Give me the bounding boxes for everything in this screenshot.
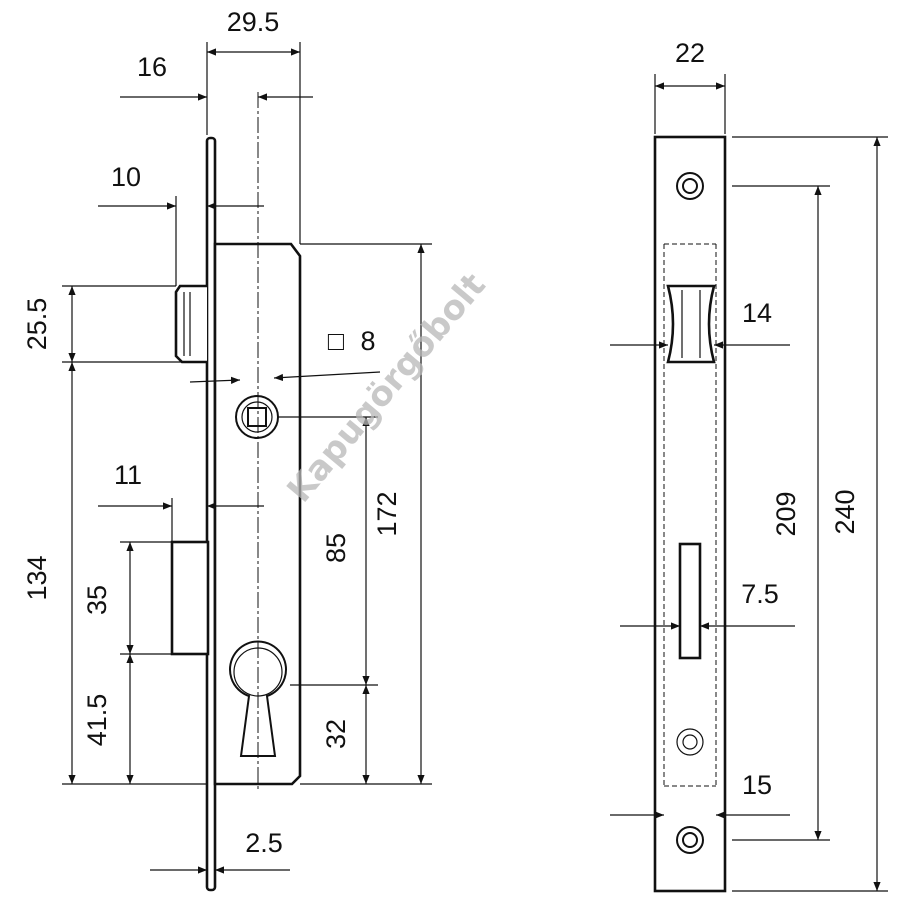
front-screw-hole-bottom: [676, 826, 704, 854]
dim-85: 85: [321, 533, 351, 563]
dim-10: 10: [111, 162, 141, 192]
side-dead-bolt: [170, 540, 210, 656]
watermark-text: Kapugörgőbolt: [279, 266, 493, 511]
dim-29-5: 29.5: [227, 7, 280, 37]
side-view: 29.5 16 10 25.5 □ 8 11 172 85: [22, 7, 432, 892]
front-bolt-window: [678, 542, 702, 660]
dim-8: 8: [360, 326, 375, 356]
dim-209: 209: [771, 491, 801, 536]
dim-41-5: 41.5: [82, 694, 112, 747]
dim-15: 15: [742, 770, 772, 800]
front-screw-hole-top: [676, 172, 704, 200]
dim-2-5: 2.5: [245, 828, 283, 858]
dim-14: 14: [742, 298, 772, 328]
front-latch-window: [666, 284, 716, 364]
dim-32: 32: [321, 719, 351, 749]
dim-11: 11: [114, 460, 142, 490]
dim-172: 172: [372, 491, 402, 536]
dim-22: 22: [675, 38, 705, 68]
dim-240: 240: [830, 489, 860, 534]
side-cylinder-cutout: [229, 640, 287, 757]
dim-square-symbol: □: [328, 326, 345, 356]
dim-7-5: 7.5: [741, 579, 779, 609]
side-latch-bolt: [174, 284, 207, 364]
dim-25-5: 25.5: [22, 298, 52, 351]
front-faceplate: [653, 135, 727, 893]
dim-134: 134: [22, 555, 52, 600]
front-view: 22 14 209 240 7.5 15: [610, 38, 888, 893]
dim-16: 16: [137, 52, 167, 82]
front-screw-hole-middle: [676, 728, 704, 756]
dim-35: 35: [82, 585, 112, 615]
